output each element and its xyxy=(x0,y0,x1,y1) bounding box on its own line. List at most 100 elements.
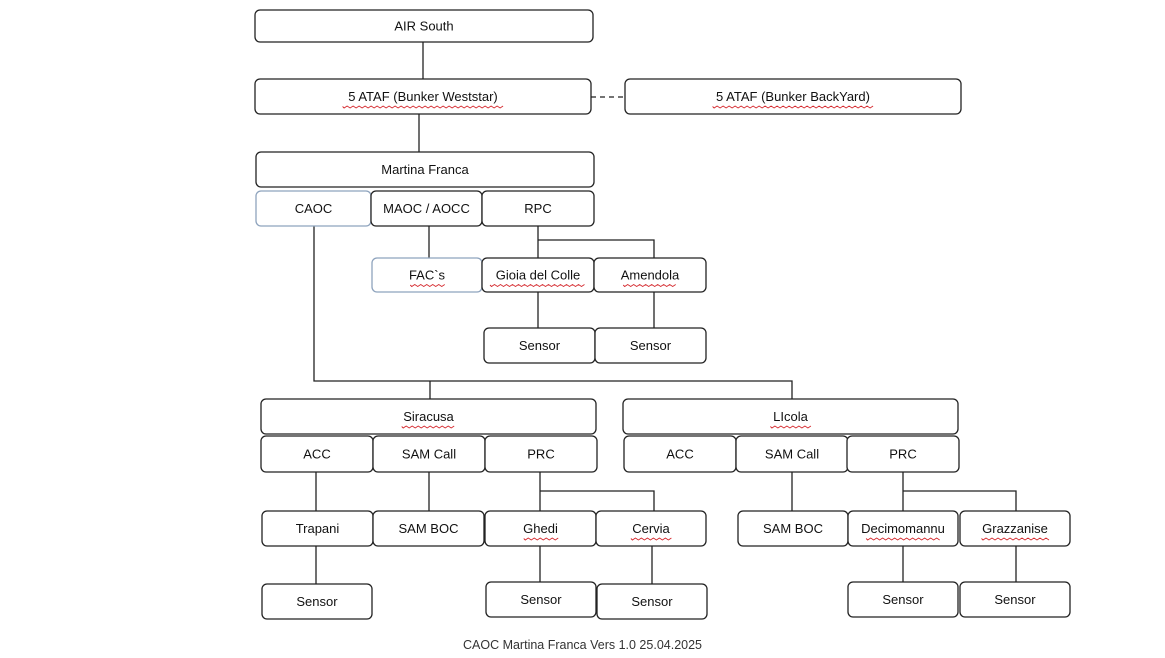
node-label: Sensor xyxy=(882,592,924,607)
org-chart: AIR South 5 ATAF (Bunker Weststar) 5 ATAF … xyxy=(254,9,1071,620)
node-box xyxy=(959,510,1071,547)
node-grazzanise: Grazzanise xyxy=(959,510,1071,547)
node-label: Sensor xyxy=(520,592,562,607)
node-amendola: Amendola xyxy=(593,257,707,293)
connector-line xyxy=(540,490,655,511)
node-box xyxy=(254,9,594,43)
node-label: Sensor xyxy=(994,592,1036,607)
node-label: Trapani xyxy=(296,521,340,536)
node-licola: LIcola xyxy=(622,398,959,435)
node-maoc-aocc: MAOC / AOCC xyxy=(370,190,483,227)
node-label: PRC xyxy=(527,446,554,461)
spellcheck-underline xyxy=(630,537,672,541)
node-s-acc: ACC xyxy=(260,435,374,473)
node-label: Decimomannu xyxy=(861,521,945,536)
node-box xyxy=(622,398,959,435)
node-label: CAOC xyxy=(295,201,333,216)
connector-lines xyxy=(313,42,1017,584)
node-label: 5 ATAF (Bunker Weststar) xyxy=(348,89,498,104)
node-sensor-amendola: Sensor xyxy=(594,327,707,364)
node-gioia-del-colle: Gioia del Colle xyxy=(481,257,595,293)
node-cervia: Cervia xyxy=(595,510,707,547)
node-label: 5 ATAF (Bunker BackYard) xyxy=(716,89,870,104)
node-box xyxy=(254,78,592,115)
node-trapani: Trapani xyxy=(261,510,374,547)
node-boxes: AIR South 5 ATAF (Bunker Weststar) 5 ATAF … xyxy=(254,9,1071,620)
node-label: RPC xyxy=(524,201,551,216)
node-label: FAC`s xyxy=(409,267,446,282)
node-l-prc: PRC xyxy=(846,435,960,473)
footer-version: CAOC Martina Franca Vers 1.0 25.04.2025 xyxy=(462,638,702,652)
node-s-prc: PRC xyxy=(484,435,598,473)
node-box xyxy=(595,510,707,547)
node-label: SAM Call xyxy=(765,446,819,461)
connector-line xyxy=(538,239,655,258)
node-s-sam-call: SAM Call xyxy=(372,435,486,473)
spellcheck-underline xyxy=(401,425,455,429)
node-siracusa: Siracusa xyxy=(260,398,597,435)
node-box xyxy=(261,583,373,620)
node-sensor-trapani: Sensor xyxy=(261,583,373,620)
node-box xyxy=(481,190,595,227)
node-box xyxy=(847,510,959,547)
node-label: Siracusa xyxy=(403,409,454,424)
node-facs: FAC`s xyxy=(371,257,483,293)
connector-line xyxy=(903,490,1017,511)
node-box xyxy=(372,510,485,547)
node-label: Cervia xyxy=(632,521,670,536)
node-label: Sensor xyxy=(630,338,672,353)
node-sensor-cervia: Sensor xyxy=(596,583,708,620)
node-box xyxy=(485,581,597,618)
spellcheck-underline xyxy=(865,537,940,541)
node-box xyxy=(847,581,959,618)
node-label: Sensor xyxy=(519,338,561,353)
node-box xyxy=(255,151,595,188)
node-label: Gioia del Colle xyxy=(496,267,581,282)
node-ghedi: Ghedi xyxy=(484,510,597,547)
node-box xyxy=(624,78,962,115)
node-sensor-ghedi: Sensor xyxy=(485,581,597,618)
node-s-sam-boc: SAM BOC xyxy=(372,510,485,547)
node-label: SAM BOC xyxy=(763,521,823,536)
node-label: AIR South xyxy=(394,18,453,33)
node-label: SAM Call xyxy=(402,446,456,461)
spellcheck-underline xyxy=(981,537,1050,541)
node-label: Sensor xyxy=(631,594,673,609)
node-caoc: CAOC xyxy=(255,190,372,227)
node-sensor-gioia: Sensor xyxy=(483,327,596,364)
node-label: PRC xyxy=(889,446,916,461)
spellcheck-underline xyxy=(409,283,445,288)
node-l-sam-call: SAM Call xyxy=(735,435,849,473)
node-label: LIcola xyxy=(773,409,808,424)
node-ataf-backyard: 5 ATAF (Bunker BackYard) xyxy=(624,78,962,115)
node-box xyxy=(594,327,707,364)
node-ataf-weststar: 5 ATAF (Bunker Weststar) xyxy=(254,78,592,115)
node-decimomannu: Decimomannu xyxy=(847,510,959,547)
node-box xyxy=(593,257,707,293)
node-box xyxy=(260,398,597,435)
spellcheck-underline xyxy=(712,105,874,109)
node-label: Ghedi xyxy=(523,521,558,536)
node-box xyxy=(846,435,960,473)
node-l-acc: ACC xyxy=(623,435,737,473)
spellcheck-underline xyxy=(342,105,504,109)
node-label: ACC xyxy=(303,446,330,461)
spellcheck-underline xyxy=(489,283,585,288)
node-label: Martina Franca xyxy=(381,162,469,177)
node-label: SAM BOC xyxy=(399,521,459,536)
node-sensor-grazzanise: Sensor xyxy=(959,581,1071,618)
node-label: Amendola xyxy=(621,267,680,282)
spellcheck-underline xyxy=(523,537,559,541)
connector-line xyxy=(313,226,793,399)
spellcheck-underline xyxy=(622,283,676,288)
node-label: Sensor xyxy=(296,594,338,609)
node-box xyxy=(596,583,708,620)
spellcheck-underline xyxy=(770,425,812,429)
node-l-sam-boc: SAM BOC xyxy=(737,510,849,547)
node-label: MAOC / AOCC xyxy=(383,201,470,216)
node-air-south: AIR South xyxy=(254,9,594,43)
node-rpc: RPC xyxy=(481,190,595,227)
node-sensor-decimomannu: Sensor xyxy=(847,581,959,618)
node-label: ACC xyxy=(666,446,693,461)
node-label: Grazzanise xyxy=(982,521,1048,536)
